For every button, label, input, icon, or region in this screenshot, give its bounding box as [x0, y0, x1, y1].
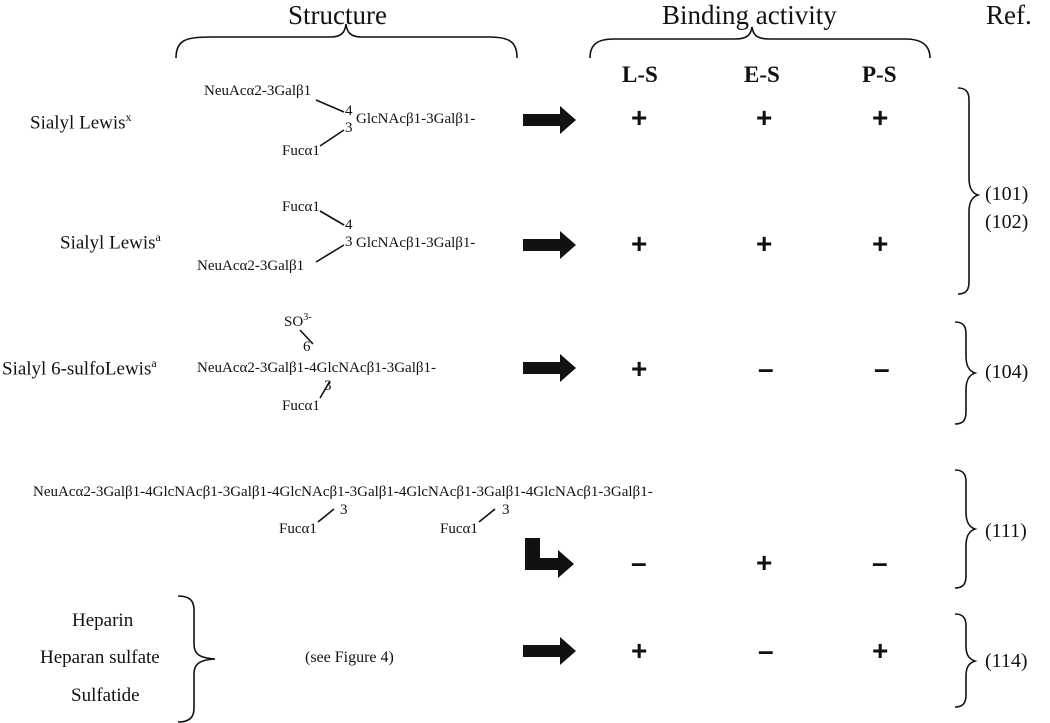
brace-ref-111 — [954, 469, 978, 589]
row1-structure-bottom: Fucα1 — [282, 143, 320, 159]
ref-102: (102) — [985, 211, 1029, 233]
row5-arrow — [523, 637, 576, 665]
row4-activity-l-s: – — [631, 547, 647, 578]
row3-activity-e-s: – — [758, 353, 774, 384]
row3-structure-bottom: Fucα1 — [282, 398, 320, 414]
row3-arrow — [523, 354, 576, 382]
row2-bond-down — [315, 244, 345, 263]
row5-activity-e-s: – — [758, 635, 774, 666]
row3-sulfate: SO3- — [284, 312, 312, 330]
row4-elbow-arrow — [525, 538, 574, 578]
row3-activity-l-s: + — [631, 353, 648, 384]
row-name-sialyl-lewis-a: Sialyl Lewisa — [60, 230, 161, 254]
ref-104: (104) — [985, 361, 1029, 383]
row3-activity-p-s: – — [874, 353, 890, 384]
row2-structure-bottom: NeuAcα2-3Galβ1 — [197, 258, 305, 274]
ref-101: (101) — [985, 183, 1029, 205]
row2-link-4: 4 — [345, 217, 353, 233]
row4-structure-main: NeuAcα2-3Galβ1-4GlcNAcβ1-3Galβ1-4GlcNAcβ… — [33, 484, 653, 500]
row1-link-4: 4 — [345, 103, 353, 119]
row3-bond-fucose — [319, 380, 331, 399]
row-name-heparin: Heparin — [72, 610, 134, 631]
column-label-p-s: P-S — [862, 62, 897, 87]
brace-binding-activity — [589, 26, 931, 59]
row4-link-3-first: 3 — [340, 502, 348, 518]
row1-structure-top: NeuAcα2-3Galβ1 — [204, 83, 312, 99]
row1-activity-l-s: + — [631, 102, 648, 133]
row-name-sulfatide: Sulfatide — [71, 685, 140, 706]
row3-bond-sulfate — [299, 329, 314, 345]
row2-structure-main: GlcNAcβ1-3Galβ1- — [356, 235, 476, 251]
row4-activity-p-s: – — [872, 547, 888, 578]
header-structure: Structure — [288, 0, 387, 30]
ref-111: (111) — [985, 520, 1027, 542]
brace-ref-101-102 — [957, 87, 981, 295]
row-name-sialyl-6-sulfolewis-a: Sialyl 6-sulfoLewisa — [2, 356, 157, 380]
row2-activity-p-s: + — [872, 228, 889, 259]
row-name-heparan-sulfate: Heparan sulfate — [40, 647, 160, 668]
row5-activity-l-s: + — [631, 635, 648, 666]
row2-bond-up — [319, 210, 345, 226]
column-label-e-s: E-S — [744, 62, 780, 87]
row2-structure-top: Fucα1 — [282, 199, 320, 215]
ref-114: (114) — [985, 650, 1028, 672]
row1-arrow — [523, 106, 576, 134]
header-binding-activity: Binding activity — [662, 0, 837, 30]
row3-structure-main: NeuAcα2-3Galβ1-4GlcNAcβ1-3Galβ1- — [197, 360, 437, 376]
row3-link-6: 6 — [303, 339, 311, 355]
brace-ref-114 — [954, 613, 978, 708]
row5-activity-p-s: + — [872, 635, 889, 666]
row1-bond-down — [319, 129, 345, 147]
row1-structure-main: GlcNAcβ1-3Galβ1- — [356, 111, 476, 127]
row5-structure-note: (see Figure 4) — [305, 649, 394, 666]
row2-link-3: 3 — [345, 234, 353, 250]
row1-activity-e-s: + — [756, 102, 773, 133]
row4-activity-e-s: + — [756, 547, 773, 578]
row4-fucose-first: Fucα1 — [279, 521, 317, 537]
brace-ref-104 — [954, 321, 978, 425]
column-label-l-s: L-S — [622, 62, 658, 87]
row1-bond-up — [315, 99, 345, 113]
row2-activity-e-s: + — [756, 228, 773, 259]
brace-heparin-group — [177, 595, 216, 723]
brace-structure — [175, 23, 518, 59]
row-name-sialyl-lewis-x: Sialyl Lewisx — [30, 110, 132, 134]
row4-fucose-second: Fucα1 — [440, 521, 478, 537]
row4-bond-fucose-first — [317, 508, 335, 523]
row1-link-3: 3 — [345, 120, 353, 136]
row2-arrow — [523, 231, 576, 259]
row4-link-3-second: 3 — [502, 502, 510, 518]
row4-bond-fucose-second — [478, 508, 496, 523]
row1-activity-p-s: + — [872, 102, 889, 133]
header-ref: Ref. — [986, 0, 1032, 30]
row2-activity-l-s: + — [631, 228, 648, 259]
